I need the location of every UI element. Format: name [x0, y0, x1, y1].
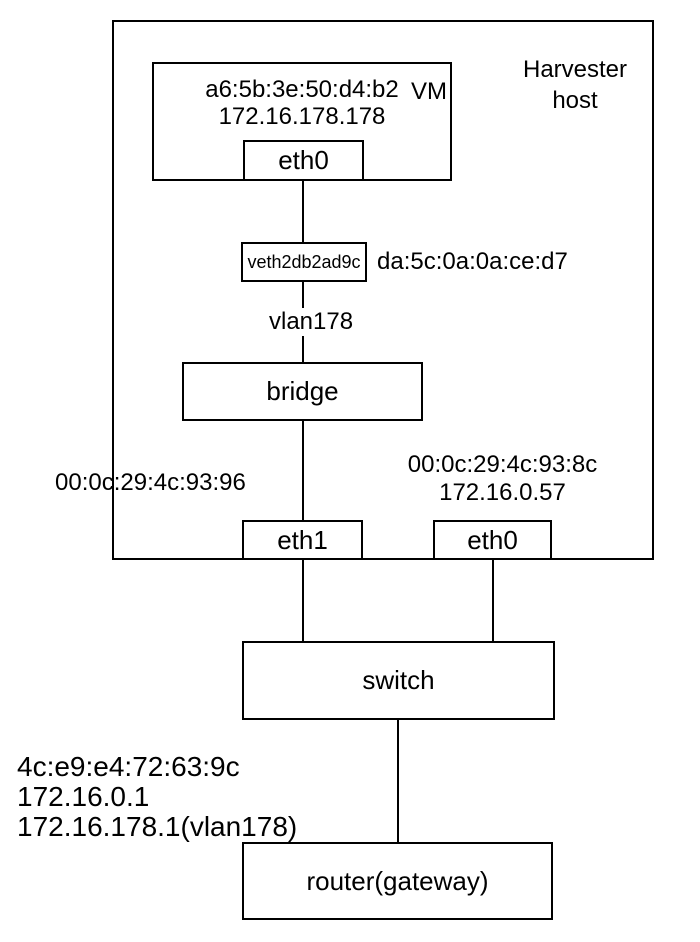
host-eth0-box: eth0 [433, 520, 552, 560]
vm-mac-address: a6:5b:3e:50:d4:b2 [205, 76, 399, 103]
switch-box: switch [242, 641, 555, 720]
veth-box: veth2db2ad9c [241, 242, 367, 282]
harvester-host-title: Harvester host [505, 54, 645, 116]
gateway-mac-address: 4c:e9:e4:72:63:9c [17, 751, 240, 782]
host-eth1-label: eth1 [277, 524, 328, 555]
gateway-ip-address: 172.16.0.1 [17, 781, 150, 812]
veth-mac-address: da:5c:0a:0a:ce:d7 [377, 248, 568, 275]
connector-bridge-eth1 [302, 421, 304, 520]
connector-switch-router [397, 720, 399, 842]
switch-label: switch [362, 665, 435, 695]
vm-tag-label: VM [411, 78, 447, 105]
eth0-mac-address: 00:0c:29:4c:93:8c [407, 451, 598, 478]
vm-ip-address: 172.16.178.178 [218, 103, 386, 130]
vlan-label: vlan178 [267, 308, 356, 336]
eth1-mac-address: 00:0c:29:4c:93:96 [55, 469, 246, 496]
connector-eth1-switch [302, 560, 304, 641]
harvester-host-title-line2: host [552, 87, 598, 114]
host-eth1-box: eth1 [242, 520, 363, 560]
host-eth0-label: eth0 [467, 524, 518, 555]
vm-eth0-box: eth0 [243, 140, 364, 181]
gateway-label-block: 4c:e9:e4:72:63:9c 172.16.0.1 172.16.178.… [17, 752, 297, 842]
bridge-box: bridge [182, 362, 423, 421]
connector-vm-veth [302, 181, 304, 242]
vm-eth0-label: eth0 [278, 145, 329, 175]
eth0-label-block: 00:0c:29:4c:93:8c 172.16.0.57 [390, 451, 615, 507]
vm-mac-line: a6:5b:3e:50:d4:b2 [154, 76, 450, 104]
bridge-label: bridge [266, 376, 339, 406]
veth-name-label: veth2db2ad9c [247, 251, 361, 272]
gateway-vlan-ip-address: 172.16.178.1(vlan178) [17, 811, 298, 842]
router-box: router(gateway) [242, 842, 553, 920]
eth0-ip-address: 172.16.0.57 [439, 479, 566, 506]
router-label: router(gateway) [306, 865, 489, 896]
connector-eth0-switch [492, 560, 494, 641]
harvester-host-title-line1: Harvester [522, 56, 628, 83]
